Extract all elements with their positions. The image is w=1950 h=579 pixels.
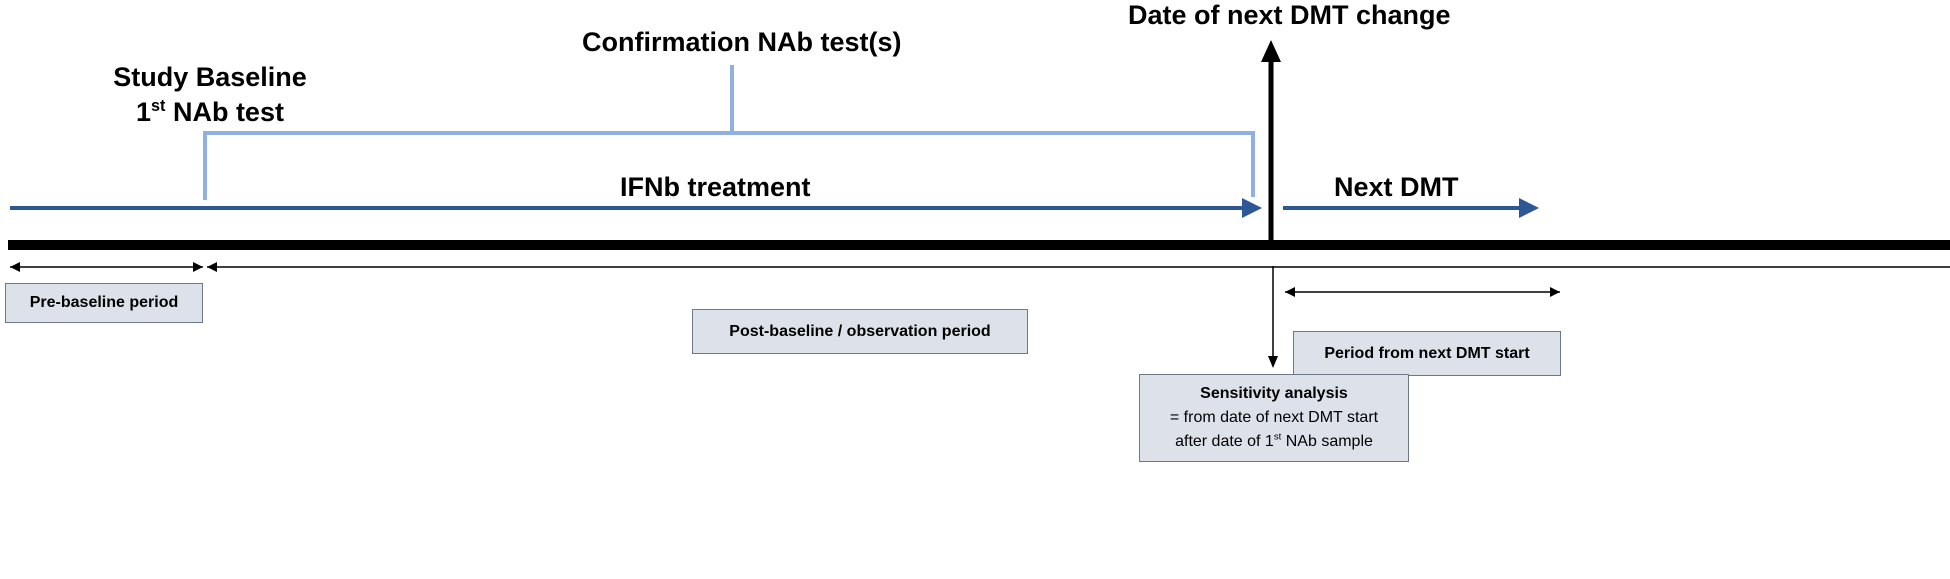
next-dmt-period-span [1285,287,1560,297]
next-dmt-period-box: Period from next DMT start [1293,331,1561,376]
sensitivity-line2: = from date of next DMT start [1169,409,1379,426]
post-baseline-text: Post-baseline / observation period [729,322,991,340]
next-dmt-arrow [1283,198,1539,218]
pre-baseline-span [10,262,203,272]
dmt-change-arrow [1261,40,1281,245]
main-timeline [8,240,1950,250]
confirmation-nab-label: Confirmation NAb test(s) [582,27,902,57]
next-dmt-period-text: Period from next DMT start [1324,344,1530,362]
pre-baseline-box: Pre-baseline period [5,283,203,323]
ifnb-treatment-arrow [10,198,1262,218]
nab-test-bracket [203,65,1255,200]
ifnb-treatment-label: IFNb treatment [620,172,811,202]
sensitivity-line3-sup: st [1273,431,1282,443]
next-dmt-change-label: Date of next DMT change [1128,0,1451,30]
sensitivity-title: Sensitivity analysis [1200,385,1348,402]
sensitivity-line3-suffix: NAb sample [1281,433,1373,450]
first-nab-test-text: 1st NAb test [100,97,320,128]
sensitivity-box: Sensitivity analysis = from date of next… [1139,374,1409,462]
first-nab-sup: st [151,97,166,115]
sensitivity-line3-prefix: after date of 1 [1175,433,1274,450]
first-nab-prefix: 1 [136,97,152,127]
sensitivity-arrow [1268,266,1278,368]
post-baseline-span [207,262,1950,272]
sensitivity-line3: after date of 1st NAb sample [1175,430,1373,454]
study-baseline-label: Study Baseline 1st NAb test [100,62,320,128]
pre-baseline-text: Pre-baseline period [29,294,179,311]
next-dmt-label: Next DMT [1334,172,1459,202]
first-nab-suffix: NAb test [165,97,284,127]
study-baseline-text: Study Baseline [113,62,307,92]
post-baseline-box: Post-baseline / observation period [692,309,1028,354]
